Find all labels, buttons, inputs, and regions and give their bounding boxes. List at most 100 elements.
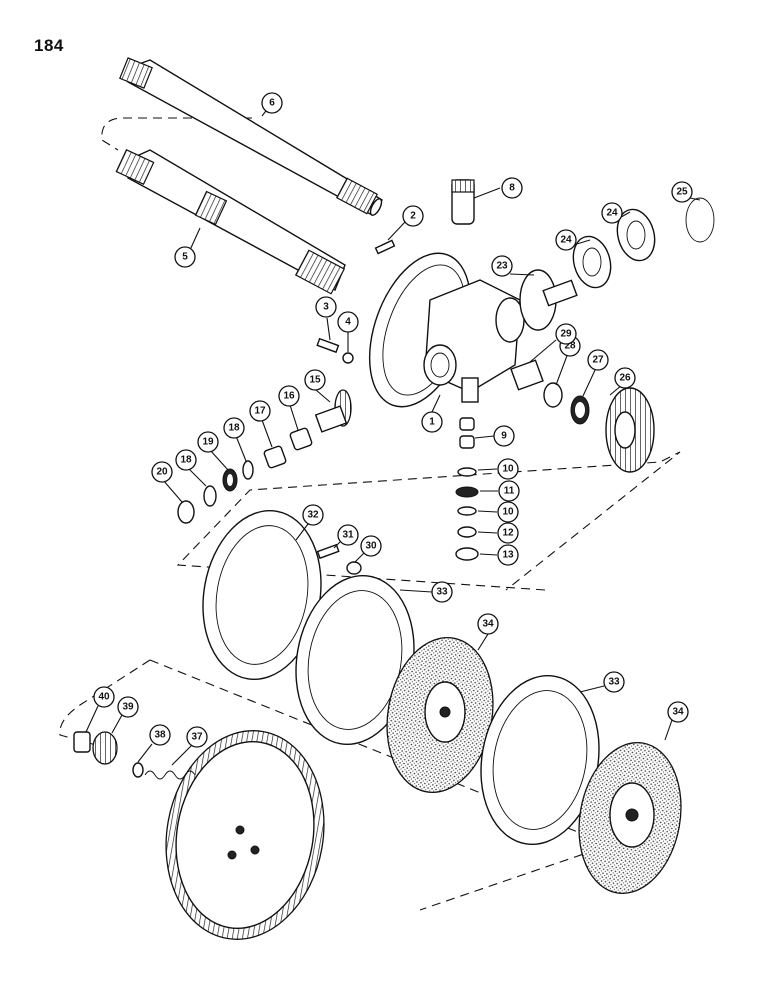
callout-40: 40 <box>93 686 115 708</box>
callout-13: 13 <box>497 544 519 566</box>
callout-2: 2 <box>402 205 424 227</box>
svg-text:1: 1 <box>429 417 435 428</box>
svg-text:39: 39 <box>122 702 134 713</box>
gear-23 <box>519 269 578 331</box>
gear-39 <box>92 731 118 765</box>
callout-27: 27 <box>587 349 609 371</box>
callout-19: 19 <box>197 431 219 453</box>
callout-33b: 33 <box>603 671 625 693</box>
pinion-15 <box>314 389 352 433</box>
callout-17: 17 <box>249 400 271 422</box>
svg-text:5: 5 <box>182 252 188 263</box>
housing-1 <box>368 252 525 408</box>
svg-text:9: 9 <box>501 431 507 442</box>
svg-text:17: 17 <box>254 406 266 417</box>
svg-text:34: 34 <box>672 707 684 718</box>
callout-11: 11 <box>498 480 520 502</box>
flywheel <box>165 730 325 940</box>
callout-31: 31 <box>337 524 359 546</box>
svg-text:18: 18 <box>180 455 192 466</box>
bearing-24b <box>616 208 656 262</box>
svg-text:31: 31 <box>342 530 354 541</box>
bearing-40 <box>73 731 91 753</box>
callout-1: 1 <box>421 411 443 433</box>
callout-5: 5 <box>174 246 196 268</box>
washer-28 <box>543 382 563 408</box>
callout-34a: 34 <box>477 613 499 635</box>
bearing-16 <box>289 427 313 451</box>
svg-text:33: 33 <box>608 677 620 688</box>
callout-18b: 18 <box>175 449 197 471</box>
callout-23: 23 <box>491 255 513 277</box>
svg-text:6: 6 <box>269 98 275 109</box>
svg-text:29: 29 <box>560 329 572 340</box>
washer-10b <box>457 506 477 516</box>
callout-8: 8 <box>501 177 523 199</box>
svg-text:11: 11 <box>504 486 515 497</box>
svg-text:18: 18 <box>228 423 240 434</box>
svg-text:16: 16 <box>283 391 295 402</box>
bushing-9 <box>459 417 475 449</box>
washer-10a <box>457 467 477 477</box>
callout-24a: 24 <box>555 229 577 251</box>
callout-34b: 34 <box>667 701 689 723</box>
callout-10a: 10 <box>497 458 519 480</box>
svg-text:4: 4 <box>345 317 351 328</box>
bearing-29 <box>510 359 544 391</box>
svg-text:20: 20 <box>156 467 168 478</box>
callout-18a: 18 <box>223 417 245 439</box>
shaft-6 <box>119 57 383 216</box>
shaft-5 <box>115 148 346 295</box>
callout-20: 20 <box>151 461 173 483</box>
svg-text:28: 28 <box>564 341 576 352</box>
callout-33a: 33 <box>431 581 453 603</box>
callout-10b: 10 <box>497 501 519 523</box>
callout-30: 30 <box>360 535 382 557</box>
bearing-11 <box>455 486 479 498</box>
svg-text:30: 30 <box>365 541 377 552</box>
svg-text:15: 15 <box>309 375 321 386</box>
callout-39: 39 <box>117 696 139 718</box>
pin-8 <box>451 179 475 225</box>
svg-text:33: 33 <box>436 587 448 598</box>
clutch-group-outline <box>59 659 151 746</box>
callout-3: 3 <box>315 296 337 318</box>
svg-text:13: 13 <box>502 550 514 561</box>
svg-text:10: 10 <box>502 507 514 518</box>
snap-ring-25 <box>685 197 715 243</box>
svg-text:40: 40 <box>98 692 110 703</box>
svg-text:8: 8 <box>509 183 515 194</box>
svg-text:34: 34 <box>482 619 494 630</box>
svg-text:26: 26 <box>619 373 631 384</box>
spring-37 <box>144 770 196 780</box>
callout-29: 29 <box>555 323 577 345</box>
bearing-27 <box>570 395 590 425</box>
ring-38 <box>132 762 144 778</box>
callout-6: 6 <box>261 92 283 114</box>
bearing-24a <box>572 235 612 289</box>
svg-text:37: 37 <box>191 732 203 743</box>
svg-text:27: 27 <box>592 355 604 366</box>
svg-text:12: 12 <box>502 528 514 539</box>
callout-15: 15 <box>304 369 326 391</box>
callout-37: 37 <box>186 726 208 748</box>
svg-text:25: 25 <box>676 187 688 198</box>
callout-26: 26 <box>614 367 636 389</box>
bolt-3 <box>316 337 340 354</box>
svg-text:24: 24 <box>606 208 618 219</box>
callout-24b: 24 <box>601 202 623 224</box>
svg-text:3: 3 <box>323 302 329 313</box>
disc-34b <box>578 742 682 894</box>
bolt-31 <box>316 543 340 560</box>
callout-32: 32 <box>302 504 324 526</box>
callout-9: 9 <box>493 425 515 447</box>
washer-12 <box>457 526 477 538</box>
plate-33b <box>480 674 600 846</box>
callout-4: 4 <box>337 311 359 333</box>
washer-18a <box>242 460 254 480</box>
bearing-17 <box>263 445 287 469</box>
svg-text:24: 24 <box>560 235 572 246</box>
callout-25: 25 <box>671 181 693 203</box>
